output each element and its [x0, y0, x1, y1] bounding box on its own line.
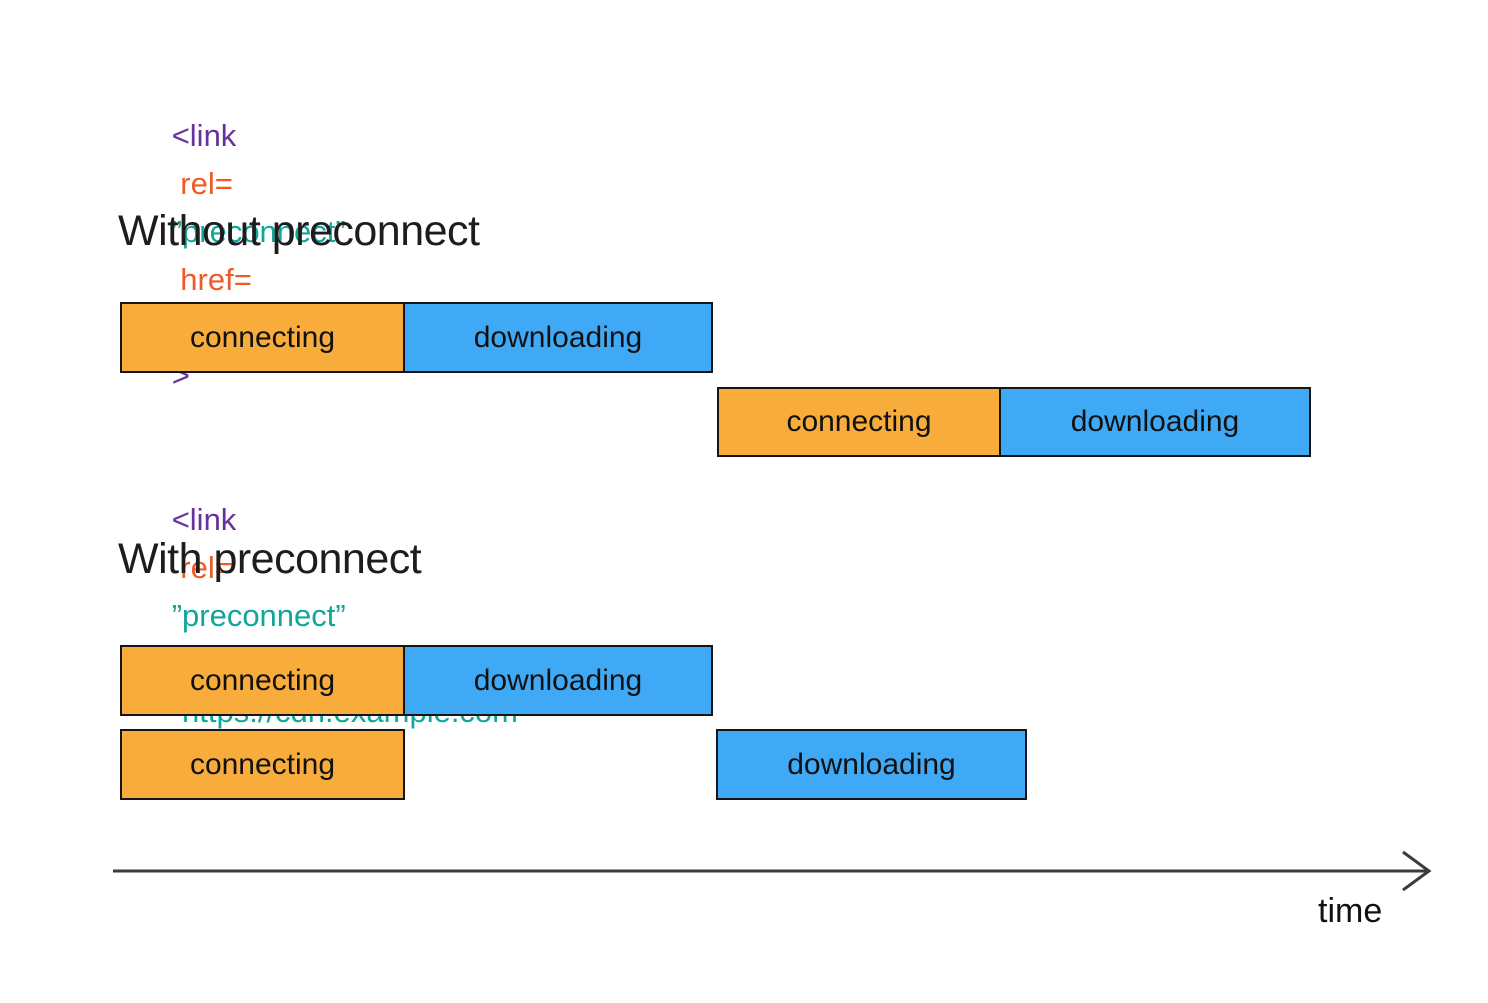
code-attr-href: href= — [171, 262, 252, 297]
segment-connecting: connecting — [717, 387, 1001, 457]
segment-label: connecting — [786, 405, 932, 438]
segment-label: connecting — [189, 663, 336, 697]
segment-label: downloading — [473, 663, 643, 697]
code-snippet: <link rel= ”preconnect” href= ”https://e… — [120, 64, 529, 832]
segment-label: downloading — [1070, 405, 1240, 438]
segment-connecting: connecting — [120, 729, 405, 800]
code-attr-rel: rel= — [171, 166, 233, 201]
timeline-bar-without-request1: connecting downloading — [120, 302, 713, 373]
timeline-bar-with-request1: connecting downloading — [120, 645, 713, 716]
segment-connecting: connecting — [120, 302, 405, 373]
code-tag-open: <link — [171, 502, 237, 537]
segment-label: connecting — [189, 747, 336, 781]
code-value-preconnect: ”preconnect” — [171, 214, 346, 249]
segment-connecting: connecting — [120, 645, 405, 716]
segment-downloading: downloading — [403, 645, 713, 716]
timeline-bar-with-request2-downloading: downloading — [716, 729, 1027, 800]
segment-downloading: downloading — [403, 302, 713, 373]
heading-with-preconnect: With preconnect — [118, 535, 422, 583]
segment-downloading: downloading — [999, 387, 1311, 457]
timeline-bar-without-request2: connecting downloading — [717, 387, 1311, 457]
time-axis-label: time — [1318, 892, 1383, 930]
time-axis — [113, 850, 1432, 892]
code-attr-rel: rel= — [171, 550, 233, 585]
timeline-bar-with-request2-connecting: connecting — [120, 729, 405, 800]
segment-label: downloading — [787, 747, 956, 781]
code-tag-open: <link — [171, 118, 237, 153]
heading-without-preconnect: Without preconnect — [118, 207, 480, 255]
arrow-right-icon — [1402, 850, 1432, 892]
segment-label: connecting — [189, 320, 336, 354]
code-value-preconnect: ”preconnect” — [171, 598, 346, 633]
segment-label: downloading — [473, 320, 643, 354]
segment-downloading: downloading — [716, 729, 1027, 800]
